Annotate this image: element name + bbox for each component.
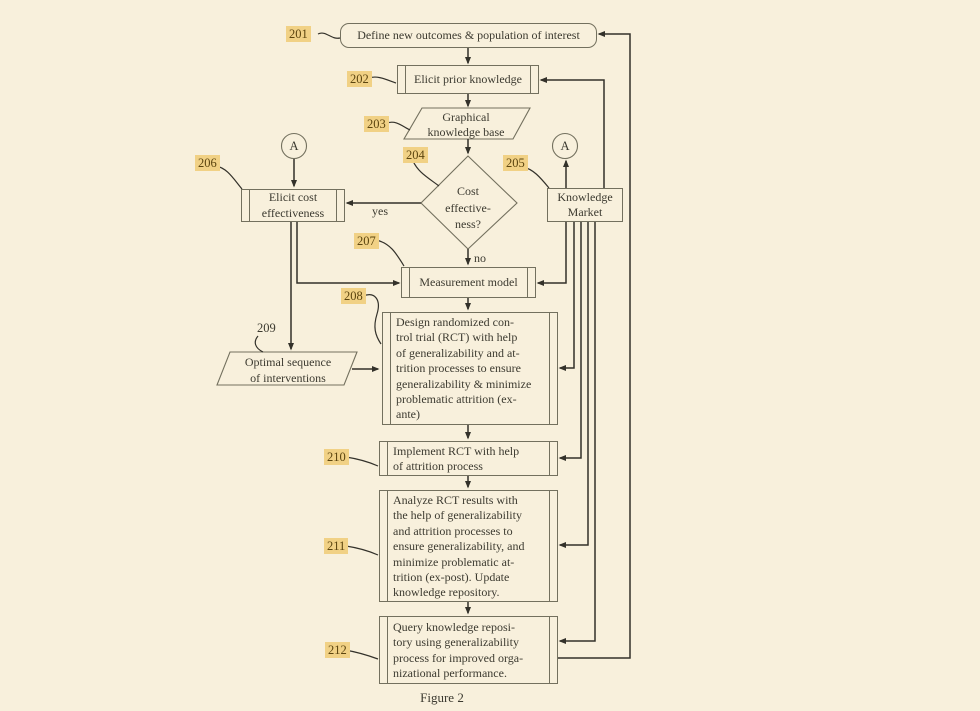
text-line: effectiveness bbox=[261, 205, 325, 220]
edge-label-yes: yes bbox=[372, 204, 388, 218]
graphical-kb-parallelogram bbox=[403, 107, 531, 140]
connector-a-right-circle bbox=[551, 132, 579, 160]
text-line: Optimal sequence bbox=[244, 355, 332, 369]
text-line: ante) bbox=[396, 407, 420, 422]
ref-label-211: 211 bbox=[324, 538, 349, 554]
connector-a-left-label: A bbox=[289, 139, 299, 153]
text-line: Elicit cost bbox=[268, 190, 318, 204]
leader-208 bbox=[362, 294, 382, 345]
text-line: and attrition processes to bbox=[393, 523, 513, 538]
figure-caption: Figure 2 bbox=[420, 690, 464, 705]
text-line: the help of generalizability bbox=[393, 508, 522, 523]
text-line: of attrition process bbox=[393, 459, 483, 474]
text-line: ness? bbox=[455, 217, 481, 231]
node-analyze-rct: Analyze RCT results with the help of gen… bbox=[379, 490, 558, 602]
arrow-212-201 bbox=[558, 31, 631, 659]
node-implement-rct: Implement RCT with help of attrition pro… bbox=[379, 441, 558, 476]
leader-206 bbox=[215, 165, 243, 190]
node-text: Measurement model bbox=[419, 274, 518, 289]
leader-201 bbox=[317, 32, 341, 39]
leader-204 bbox=[412, 160, 440, 187]
leader-207 bbox=[375, 239, 405, 267]
text-line: trol trial (RCT) with help bbox=[396, 330, 518, 345]
arrow-km-202 bbox=[539, 77, 605, 188]
ref-label-210: 210 bbox=[324, 449, 349, 465]
node-knowledge-market: Knowledge Market bbox=[547, 188, 623, 222]
node-design-rct: Design randomized con- trol trial (RCT) … bbox=[382, 312, 558, 425]
ref-label-207: 207 bbox=[354, 233, 379, 249]
ref-label-208: 208 bbox=[341, 288, 366, 304]
text-line: knowledge base bbox=[427, 124, 505, 139]
leader-212 bbox=[344, 649, 379, 660]
node-text: Elicit prior knowledge bbox=[414, 71, 522, 86]
node-elicit-prior-knowledge: Elicit prior knowledge bbox=[397, 65, 539, 94]
text-line: of generalizability and at- bbox=[396, 345, 520, 360]
ref-label-203: 203 bbox=[364, 116, 389, 132]
text-line: ensure generalizability, and bbox=[393, 539, 525, 554]
arrow-km-211 bbox=[558, 222, 589, 548]
text-line: of interventions bbox=[250, 370, 326, 385]
arrow-km-210 bbox=[558, 222, 582, 461]
node-cost-decision-text: Cost effective- ness? bbox=[428, 183, 508, 233]
optimal-sequence-parallelogram bbox=[216, 351, 358, 386]
text-line: trition (ex-post). Update bbox=[393, 570, 510, 585]
leader-210 bbox=[345, 456, 379, 467]
connector-a-left-circle bbox=[280, 132, 308, 160]
ref-label-209: 209 bbox=[257, 321, 276, 335]
text-line: Knowledge bbox=[557, 189, 613, 204]
text-line: Implement RCT with help bbox=[393, 444, 520, 458]
text-line: trition processes to ensure bbox=[396, 361, 521, 376]
text-line: Cost bbox=[456, 184, 479, 198]
text-line: knowledge repository. bbox=[393, 585, 500, 600]
node-text: Define new outcomes & population of inte… bbox=[357, 27, 580, 42]
leader-209 bbox=[254, 335, 264, 353]
node-define-outcomes: Define new outcomes & population of inte… bbox=[340, 23, 597, 48]
text-line: tory using generalizability bbox=[393, 635, 519, 650]
text-line: minimize problematic at- bbox=[393, 554, 515, 569]
leader-211 bbox=[345, 545, 379, 556]
node-measurement-model: Measurement model bbox=[401, 267, 536, 298]
text-line: Design randomized con- bbox=[396, 315, 514, 329]
arrow-km-212 bbox=[558, 222, 596, 644]
arrow-km-207 bbox=[536, 222, 567, 286]
ref-label-204: 204 bbox=[403, 147, 428, 163]
node-graphical-kb-text: Graphical knowledge base bbox=[406, 110, 526, 139]
connector-a-right-label: A bbox=[560, 139, 570, 153]
text-line: generalizability & minimize bbox=[396, 376, 532, 391]
ref-label-202: 202 bbox=[347, 71, 372, 87]
edge-label-no: no bbox=[474, 251, 486, 265]
text-line: nizational performance. bbox=[393, 666, 507, 681]
arrow-206-207 bbox=[296, 222, 401, 286]
text-line: Query knowledge reposi- bbox=[393, 620, 515, 634]
text-line: Market bbox=[567, 205, 603, 219]
ref-label-205: 205 bbox=[503, 155, 528, 171]
text-line: process for improved orga- bbox=[393, 650, 524, 665]
text-line: problematic attrition (ex- bbox=[396, 392, 517, 407]
text-line: Analyze RCT results with bbox=[393, 493, 518, 507]
leader-202 bbox=[368, 76, 397, 84]
node-optimal-sequence-text: Optimal sequence of interventions bbox=[229, 355, 347, 386]
node-elicit-cost-effectiveness: Elicit cost effectiveness bbox=[241, 189, 345, 222]
text-line: effective- bbox=[445, 200, 491, 215]
arrow-km-208 bbox=[558, 222, 575, 371]
text-line: Graphical bbox=[442, 110, 490, 124]
ref-label-206: 206 bbox=[195, 155, 220, 171]
leader-203 bbox=[386, 121, 411, 131]
node-query-repository: Query knowledge reposi- tory using gener… bbox=[379, 616, 558, 684]
ref-label-212: 212 bbox=[325, 642, 350, 658]
ref-label-201: 201 bbox=[286, 26, 311, 42]
